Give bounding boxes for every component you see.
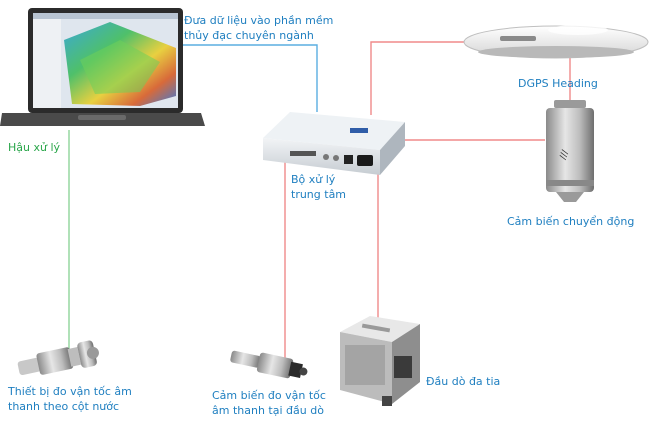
sv-head-line1: Cảm biến đo vận tốc xyxy=(212,389,326,402)
sv-head-sensor-icon xyxy=(230,350,308,379)
data-transfer-label: Đưa dữ liệu vào phần mềm thủy đạc chuyên… xyxy=(184,13,333,43)
sv-profiler-label: Thiết bị đo vận tốc âm thanh theo cột nư… xyxy=(8,384,132,414)
data-transfer-line1: Đưa dữ liệu vào phần mềm xyxy=(184,14,334,27)
data-transfer-line2: thủy đạc chuyên ngành xyxy=(184,29,314,42)
central-processor-line1: Bộ xử lý xyxy=(291,173,336,186)
link-processor-dgps xyxy=(370,41,464,115)
central-processor-line2: trung tâm xyxy=(291,188,347,201)
sv-head-line2: âm thanh tại đầu dò xyxy=(212,404,324,417)
central-processor-icon xyxy=(263,112,405,175)
motion-sensor-icon: /// xyxy=(546,100,594,202)
sv-head-sensor-label: Cảm biến đo vận tốc âm thanh tại đầu dò xyxy=(212,388,326,418)
dgps-heading-label: DGPS Heading xyxy=(518,77,598,90)
multibeam-head-icon xyxy=(340,316,420,406)
sv-profiler-line1: Thiết bị đo vận tốc âm xyxy=(8,385,132,398)
central-processor-label: Bộ xử lý trung tâm xyxy=(291,172,346,202)
sv-profiler-icon xyxy=(17,340,99,376)
motion-sensor-label: Cảm biến chuyển động xyxy=(507,215,635,228)
link-laptop-processor xyxy=(183,44,318,112)
sv-profiler-line2: thanh theo cột nước xyxy=(8,400,120,413)
laptop-icon xyxy=(0,8,205,126)
dgps-antenna-icon xyxy=(463,25,649,59)
post-processing-label: Hậu xử lý xyxy=(8,141,61,154)
multibeam-head-label: Đầu dò đa tia xyxy=(426,375,501,388)
